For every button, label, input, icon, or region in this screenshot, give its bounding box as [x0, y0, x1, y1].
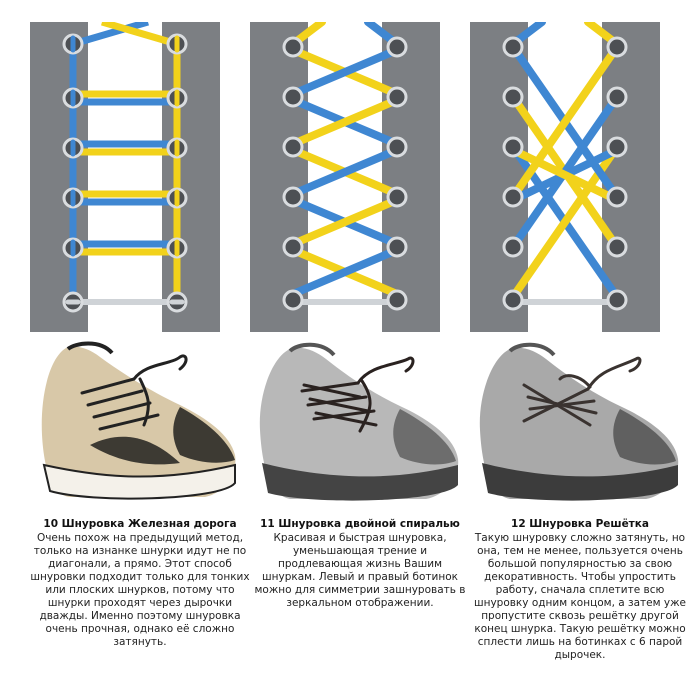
lacing-column-12: 12 Шнуровка Решётка Такую шнуровку сложн…: [470, 0, 690, 680]
caption-title: 10 Шнуровка Железная дорога: [43, 518, 237, 530]
caption-11: 11 Шнуровка двойной спиралью Красивая и …: [250, 518, 470, 610]
caption-text: Красивая и быстрая шнуровка, уменьшающая…: [254, 532, 466, 609]
caption-text: Очень похож на предыдущий метод, только …: [30, 532, 250, 648]
sneaker-photo-double-helix: [250, 335, 470, 510]
lacing-diagram-double-helix: [250, 22, 470, 332]
caption-title: 11 Шнуровка двойной спиралью: [260, 518, 460, 530]
caption-12: 12 Шнуровка Решётка Такую шнуровку сложн…: [470, 518, 690, 662]
lacing-diagram-railway: [30, 22, 250, 332]
sneaker-photo-lattice: [470, 335, 690, 510]
lacing-column-10: 10 Шнуровка Железная дорога Очень похож …: [30, 0, 250, 680]
lacing-diagram-lattice: [470, 22, 690, 332]
lacing-column-11: 11 Шнуровка двойной спиралью Красивая и …: [250, 0, 470, 680]
sneaker-photo-railway: [30, 335, 250, 510]
caption-text: Такую шнуровку сложно затянуть, но она, …: [473, 532, 687, 661]
caption-10: 10 Шнуровка Железная дорога Очень похож …: [30, 518, 250, 649]
caption-title: 12 Шнуровка Решётка: [511, 518, 649, 530]
